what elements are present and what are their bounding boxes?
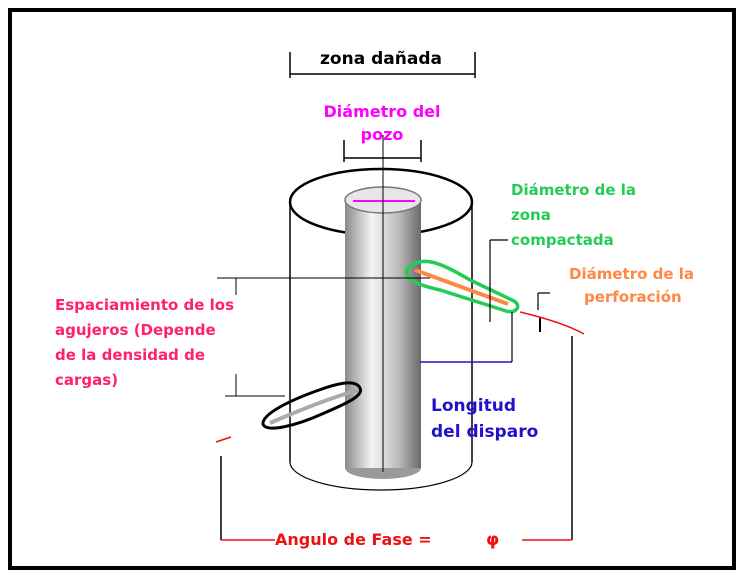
phase-arc-right <box>519 311 585 335</box>
label-espaciamiento-line2: agujeros (Depende <box>55 321 216 339</box>
label-phi: φ <box>486 530 499 550</box>
damaged-zone-bottom-arc <box>289 461 473 491</box>
label-perforacion-line1: Diámetro de la <box>569 265 694 283</box>
label-zona-compactada-line2: zona <box>511 206 551 224</box>
label-espaciamiento-line1: Espaciamiento de los <box>55 296 234 314</box>
label-diametro-pozo-line2: pozo <box>361 125 404 144</box>
label-perforacion-line2: perforación <box>584 288 682 306</box>
compacted-zone-outline <box>404 259 520 314</box>
label-diametro-pozo-line1: Diámetro del <box>324 102 441 121</box>
perforation-tunnel-lower <box>269 388 359 425</box>
well-bore-bottom <box>345 468 421 479</box>
label-longitud-line1: Longitud <box>431 396 516 416</box>
phase-arc-left <box>215 436 232 443</box>
lower-perforation-outline <box>261 381 362 430</box>
label-zona-compactada-line1: Diámetro de la <box>511 181 636 199</box>
label-espaciamiento-line3: de la densidad de <box>55 346 205 364</box>
label-espaciamiento-line4: cargas) <box>55 371 118 389</box>
perforation-tunnel-upper <box>414 268 509 306</box>
label-zona-compactada-line3: compactada <box>511 231 614 249</box>
label-longitud-line2: del disparo <box>431 422 538 442</box>
label-angulo-fase: Angulo de Fase = <box>275 530 432 549</box>
label-zona-danada: zona dañada <box>320 49 442 69</box>
